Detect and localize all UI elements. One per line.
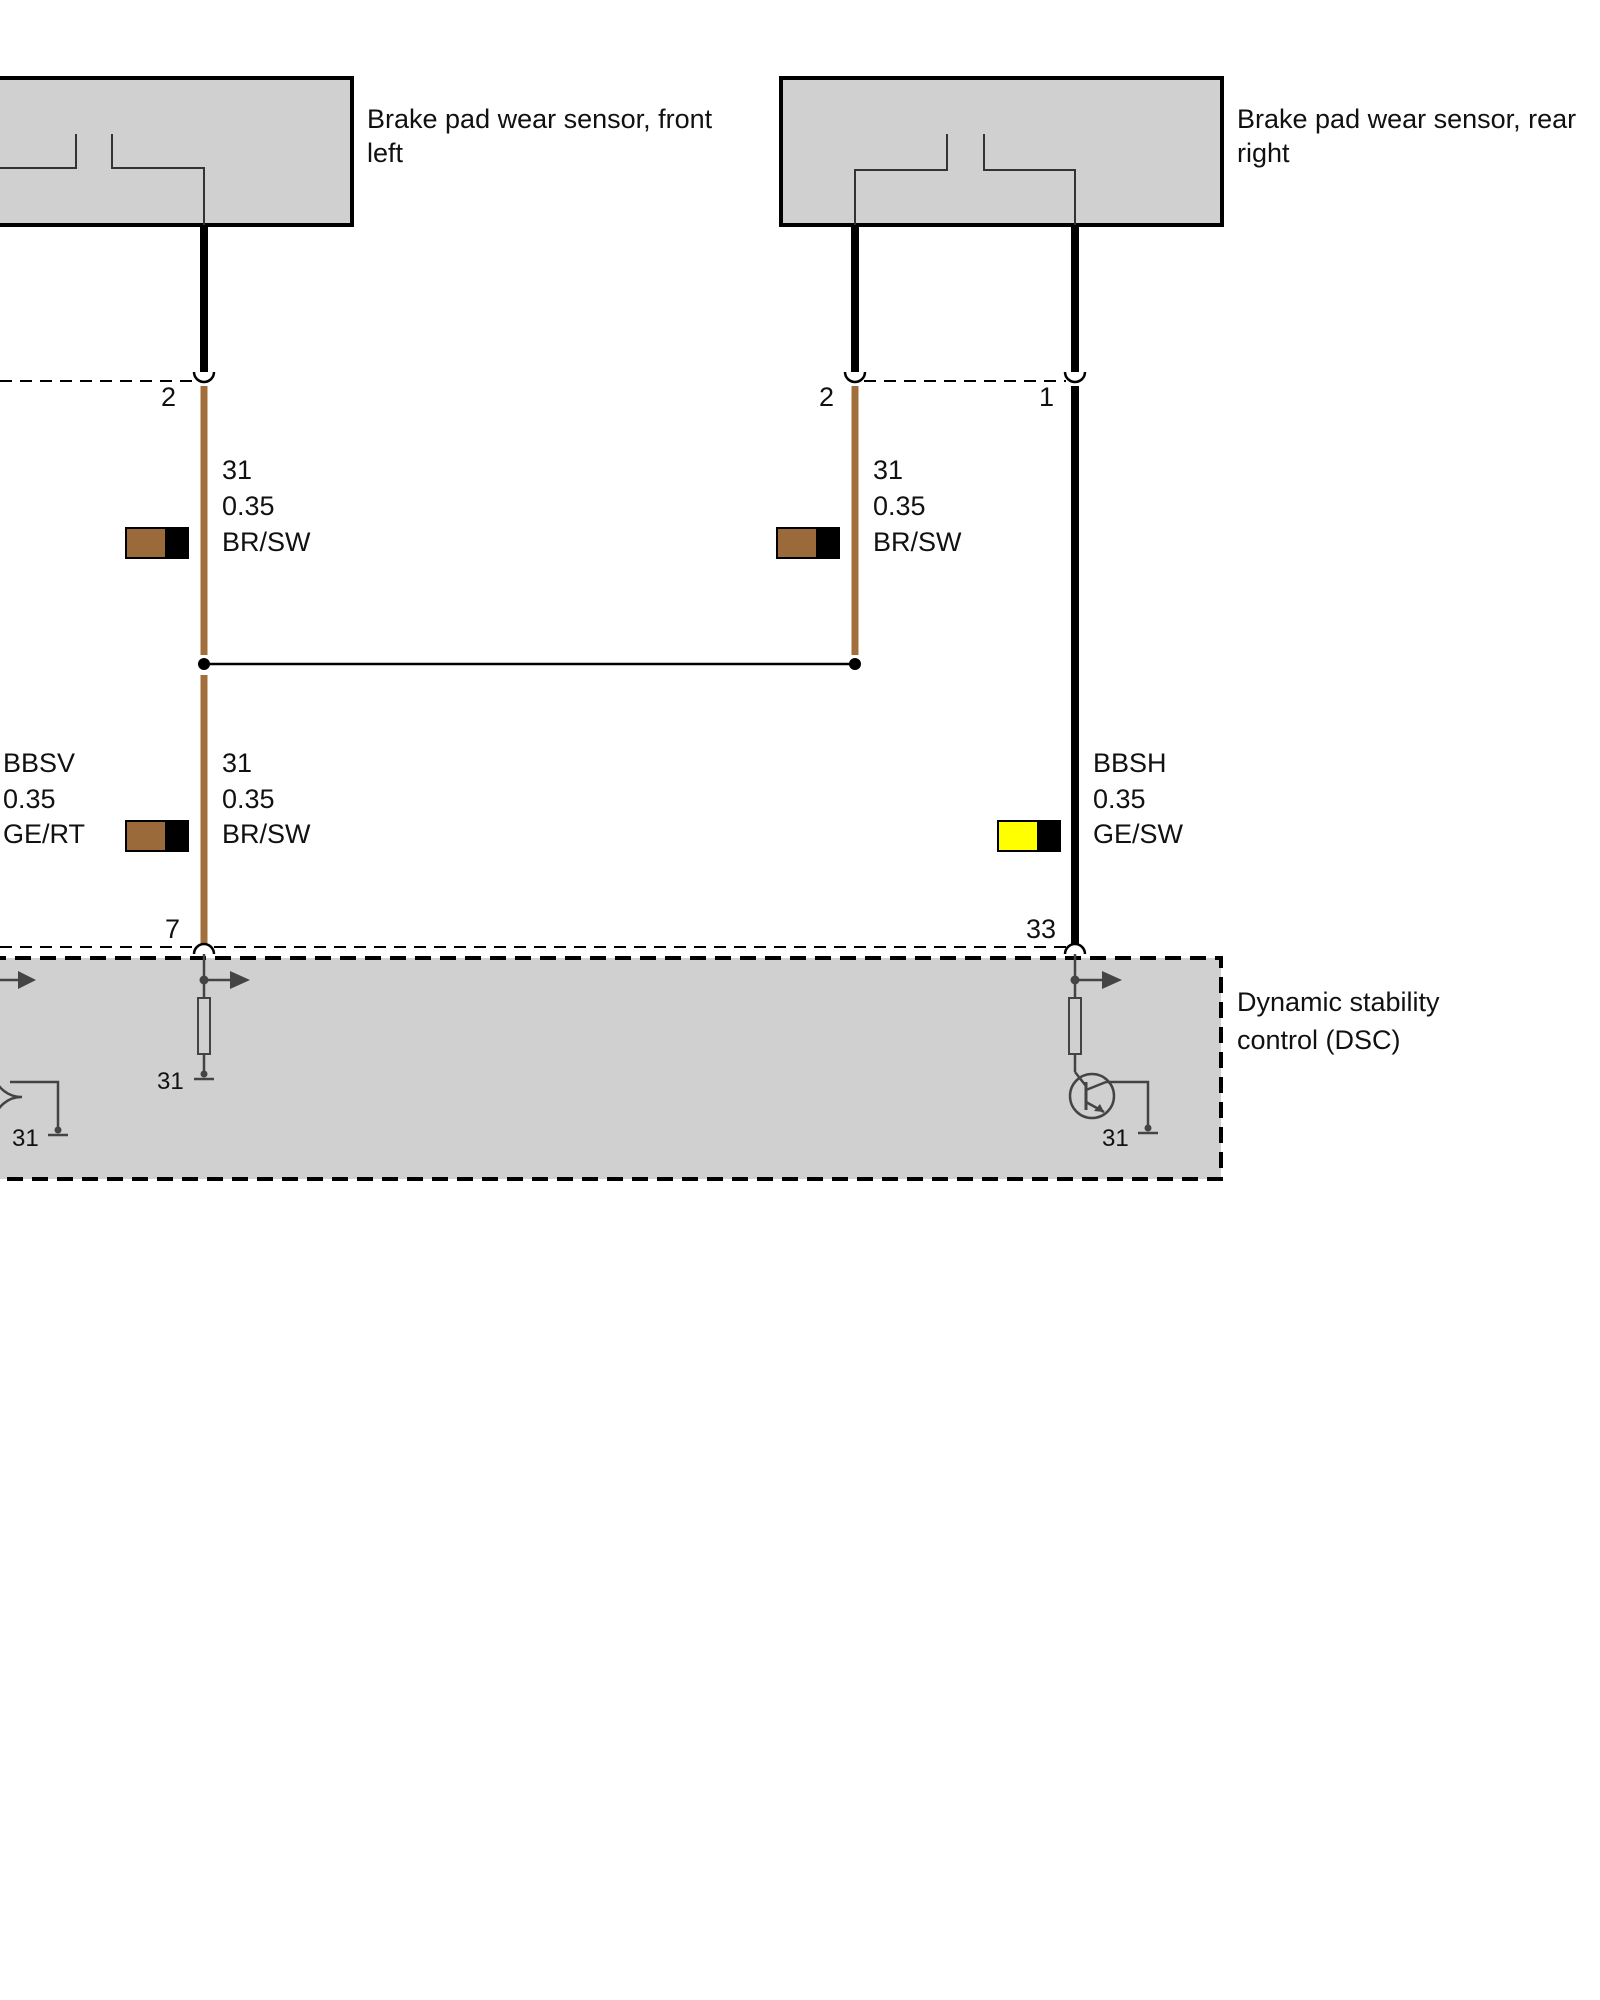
- wire-bbsv-name: BBSV: [3, 748, 75, 778]
- sensor-front-left-label-1: Brake pad wear sensor, front: [367, 104, 713, 134]
- wire-fl-lower-size: 0.35: [222, 784, 275, 814]
- wire-bbsh-name: BBSH: [1093, 748, 1167, 778]
- sensor-front-left-box: [0, 76, 354, 227]
- sensor-front-left-label-2: left: [367, 138, 404, 168]
- dsc-transistor-rr: [1068, 1071, 1158, 1135]
- wire-rr-upper-name: 31: [873, 455, 903, 485]
- wire-bbsh-color: GE/SW: [1093, 819, 1184, 849]
- dsc-label-1: Dynamic stability: [1237, 987, 1440, 1017]
- wire-bbsh-size: 0.35: [1093, 784, 1146, 814]
- dsc-connector-arc-fl: [192, 942, 216, 955]
- wire-bbsv-color: GE/RT: [3, 819, 85, 849]
- connector-rr-arc-left: [843, 371, 867, 384]
- wire-fl-upper-name: 31: [222, 455, 252, 485]
- sensor-rear-right-label-2: right: [1237, 138, 1290, 168]
- sensor-front-left[interactable]: [0, 76, 354, 227]
- sensor-rear-right-label-1: Brake pad wear sensor, rear: [1237, 104, 1576, 134]
- dsc-fl-input-circuit: [194, 954, 250, 1081]
- connector-fl-arc: [192, 371, 216, 384]
- dsc-rr-input-circuit: [1068, 954, 1122, 1072]
- wire-fl-lower-name: 31: [222, 748, 252, 778]
- dsc-input-arrow-partial: [0, 971, 36, 989]
- dsc-connector-arc-rr: [1063, 942, 1087, 955]
- pin-dsc-rr: 33: [1026, 914, 1056, 944]
- pin-rr-right: 1: [1039, 382, 1054, 412]
- ground-label-2: 31: [157, 1068, 184, 1095]
- wire-fl-upper-color: BR/SW: [222, 527, 311, 557]
- wire-fl-lower-swatch: [125, 820, 189, 852]
- splice-node-left: [198, 658, 210, 670]
- wire-rr-upper-color: BR/SW: [873, 527, 962, 557]
- pin-fl: 2: [161, 382, 176, 412]
- wire-bbsh-swatch: [997, 820, 1061, 852]
- wire-bbsv-size: 0.35: [3, 784, 56, 814]
- sensor-front-left-contact-right: [111, 134, 205, 225]
- wire-rr-upper-swatch: [776, 527, 840, 559]
- sensor-rear-right-contact-right: [983, 134, 1076, 225]
- connector-rr-arc-right: [1063, 371, 1087, 384]
- wire-rr-upper-size: 0.35: [873, 491, 926, 521]
- sensor-rear-right[interactable]: [779, 76, 1224, 227]
- wire-fl-lower-color: BR/SW: [222, 819, 311, 849]
- splice-node-right: [849, 658, 861, 670]
- wire-fl-upper-size: 0.35: [222, 491, 275, 521]
- sensor-front-left-contact-left: [0, 134, 77, 169]
- pin-dsc-fl: 7: [165, 914, 180, 944]
- wire-fl-upper-swatch: [125, 527, 189, 559]
- pin-rr-left: 2: [819, 382, 834, 412]
- ground-label-3: 31: [1102, 1125, 1129, 1152]
- dsc-label-2: control (DSC): [1237, 1025, 1401, 1055]
- sensor-rear-right-box: [779, 76, 1224, 227]
- sensor-rear-right-contact-left: [854, 134, 948, 225]
- ground-label-1: 31: [12, 1125, 39, 1152]
- dsc-transistor-partial-left: [0, 1080, 68, 1137]
